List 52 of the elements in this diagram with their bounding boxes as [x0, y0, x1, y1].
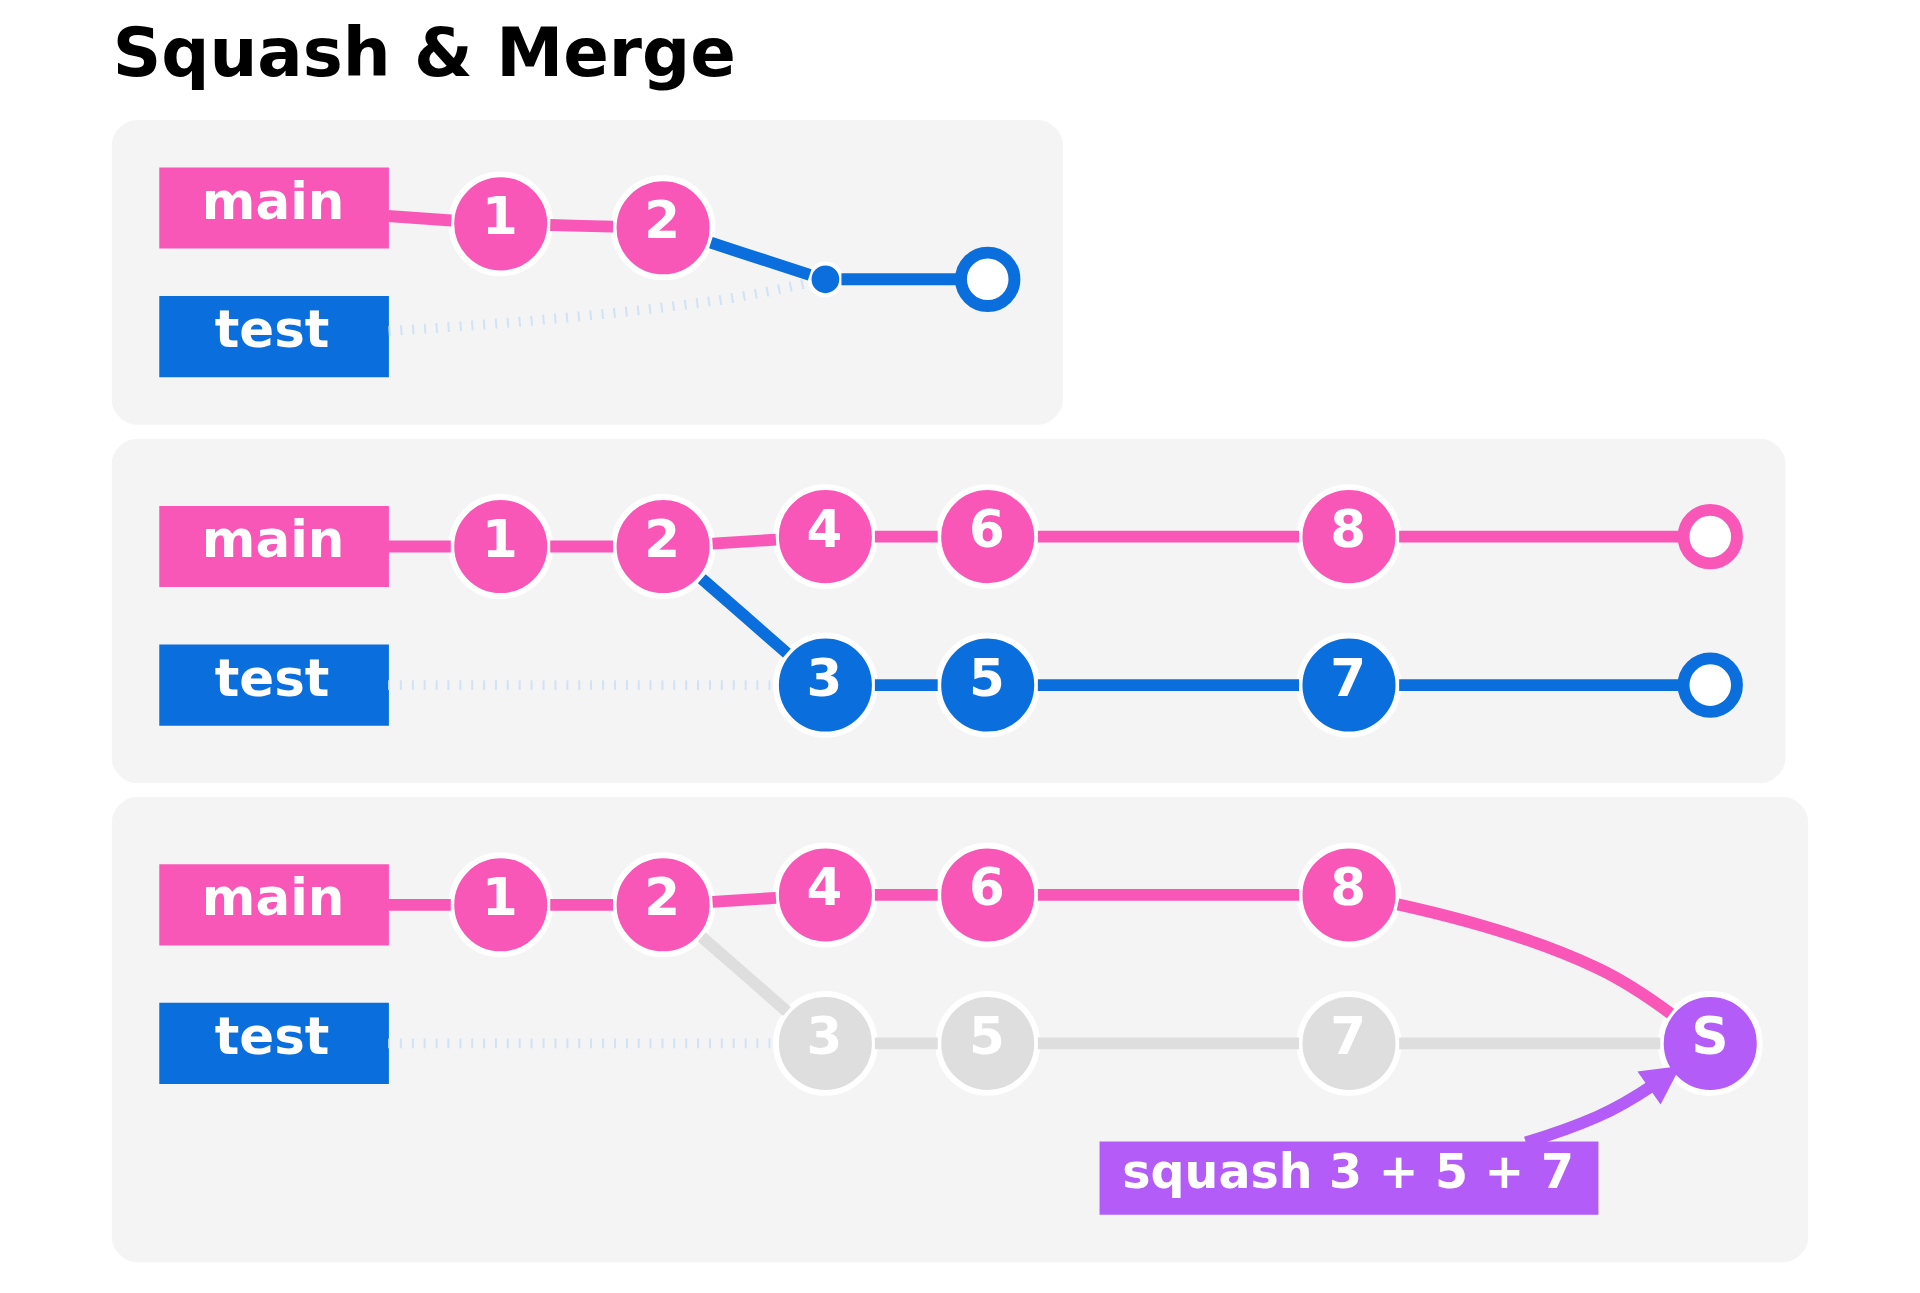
connector [709, 237, 812, 281]
connector [874, 679, 938, 692]
connector [712, 533, 777, 550]
node-circle: 7 [1296, 632, 1402, 738]
node-circle: 6 [935, 842, 1041, 948]
connector [1037, 889, 1299, 901]
connector [697, 574, 791, 658]
connector [550, 898, 614, 911]
connector [712, 891, 777, 908]
connector [697, 932, 791, 1016]
connector [550, 540, 614, 553]
connector [550, 219, 614, 233]
node-circle: 8 [1296, 484, 1402, 590]
connector [388, 540, 451, 553]
connector [1037, 1037, 1299, 1050]
node-circle [807, 261, 844, 298]
connector [874, 530, 938, 543]
node-circle: 4 [772, 484, 878, 590]
node-circle: S [1657, 990, 1763, 1096]
node-circle: 1 [448, 852, 554, 958]
node-box: test [159, 296, 389, 378]
node-circle: 1 [448, 494, 554, 599]
node-circle: 8 [1296, 842, 1402, 948]
connector [1037, 530, 1299, 543]
node-circle: 6 [935, 484, 1041, 590]
connector [387, 210, 452, 227]
node-circle: 5 [935, 632, 1041, 738]
connector [1396, 898, 1675, 1019]
node-box: main [159, 167, 389, 249]
node-circle [1677, 503, 1743, 570]
node-circle: 4 [772, 842, 878, 948]
node-box: main [159, 864, 389, 946]
cluster [111, 438, 1786, 784]
node-circle: 2 [610, 175, 716, 281]
node-circle: 2 [610, 494, 716, 599]
connector [874, 889, 938, 901]
node-circle [955, 246, 1021, 312]
node-box: test [159, 644, 389, 726]
connector [1037, 679, 1299, 692]
connector [388, 898, 451, 911]
connector [874, 1037, 938, 1050]
node-circle: 2 [610, 852, 716, 958]
node-circle: 1 [448, 171, 554, 277]
node-box: main [159, 505, 389, 588]
node-circle [1677, 652, 1743, 718]
node-circle: 3 [772, 632, 878, 738]
node-box: squash 3 + 5 + 7 [1099, 1141, 1599, 1215]
connector [1399, 1037, 1661, 1050]
cluster [111, 119, 1063, 425]
node-box: test [159, 1002, 389, 1084]
diagram-title: Squash & Merge [112, 13, 736, 92]
cluster [111, 796, 1809, 1263]
